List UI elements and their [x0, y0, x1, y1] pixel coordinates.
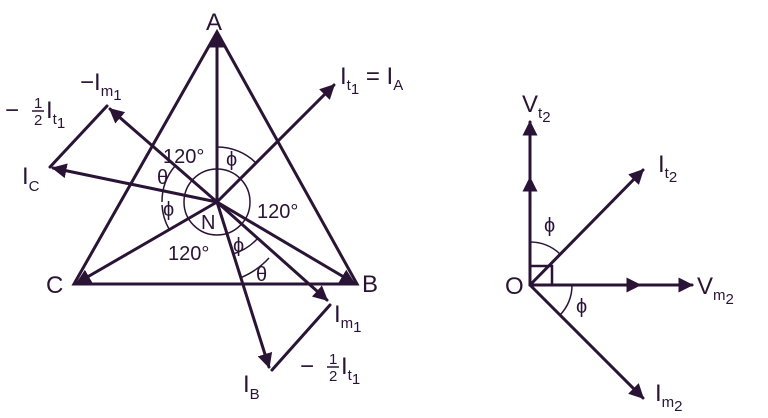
phasor-im2 [528, 283, 645, 400]
angle-phi-left: ϕ [163, 199, 174, 221]
phi-arc-top [216, 146, 257, 164]
label-ib: IB [243, 371, 260, 403]
theta-arc-bottom [239, 257, 270, 279]
label-it2: It2 [658, 151, 677, 186]
right-angle-marker [530, 264, 554, 285]
label-vt2: Vt2 [522, 91, 551, 126]
origin-o-label: O [505, 273, 524, 300]
label-neg-half-it1-bottom: − 1 2 It1 [300, 351, 360, 388]
phi-arc-bottom [232, 237, 259, 255]
phi-arc-lower [559, 284, 573, 316]
svg-text:2: 2 [329, 368, 337, 385]
angle-120-bottom: 120° [168, 243, 209, 265]
svg-text:1: 1 [329, 351, 337, 368]
triangle-abc [71, 28, 360, 286]
label-im2: Im2 [655, 380, 683, 415]
vertex-b-label: B [362, 271, 378, 298]
svg-text:1: 1 [34, 95, 42, 112]
phasor-ic [51, 163, 219, 204]
angle-circle-inner [183, 168, 251, 236]
svg-text:It1: It1 [46, 97, 65, 132]
phasor-neg-half-it1-top [48, 104, 109, 169]
angle-phi-lower: ϕ [576, 296, 587, 318]
angle-theta-bottom: θ [256, 264, 267, 286]
angle-theta-left: θ [157, 167, 168, 189]
label-vm2: Vm2 [697, 273, 734, 308]
phasor-it1 [215, 83, 336, 204]
phasor-nc [75, 200, 219, 285]
label-ic: IC [22, 163, 40, 195]
vertex-a-label: A [206, 9, 222, 36]
angle-phi-top: ϕ [226, 149, 237, 171]
phi-arc-upper [529, 241, 561, 255]
neutral-n-label: N [201, 212, 215, 234]
phi-arc-left [161, 204, 170, 230]
label-neg-half-it1-top: − 1 2 It1 [5, 95, 65, 132]
vertex-c-label: C [46, 272, 63, 299]
angle-120-top: 120° [163, 146, 204, 168]
phasor-neg-im1 [108, 107, 219, 204]
phasor-ib [215, 200, 273, 369]
angle-phi-upper: ϕ [544, 215, 555, 237]
svg-text:−: − [5, 97, 19, 124]
phasor-nb [215, 200, 356, 285]
phasor-im1 [215, 200, 329, 302]
label-neg-im1: −Im1 [80, 69, 122, 104]
right-phasor-diagram: O ϕ ϕ Vt2 It2 Vm2 Im2 [505, 91, 734, 415]
svg-text:2: 2 [34, 112, 42, 129]
svg-text:−: − [300, 353, 314, 380]
angle-phi-bottom: ϕ [233, 235, 244, 257]
label-it1-eq-ia: It1 = IA [340, 63, 403, 98]
label-im1: Im1 [334, 301, 362, 336]
svg-text:It1: It1 [341, 353, 360, 388]
angle-120-right: 120° [257, 201, 298, 223]
theta-arc-left [161, 165, 176, 203]
left-phasor-diagram: A B C N 120° 120° 120° ϕ ϕ ϕ θ θ It1 = I… [5, 9, 403, 403]
phasor-neg-half-it1-bottom [270, 303, 332, 372]
